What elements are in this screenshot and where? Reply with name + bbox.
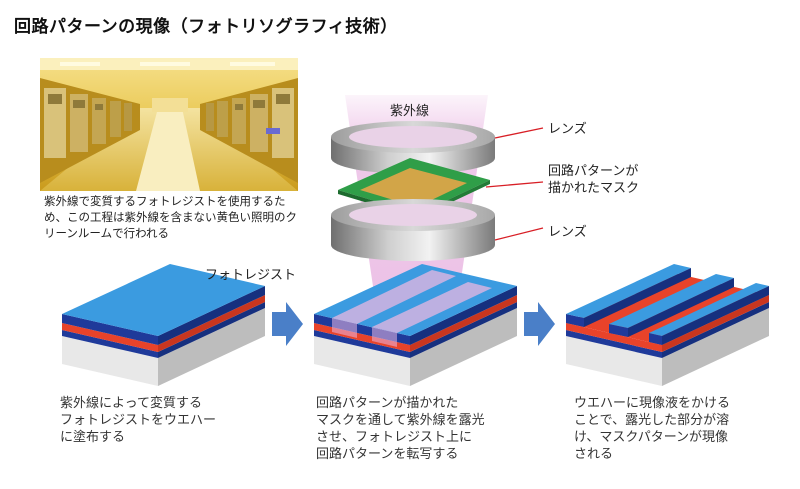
step1-caption-line: フォトレジストをウエハー [60, 413, 217, 428]
mask-label: 回路パターンが 描かれたマスク [548, 163, 688, 197]
uv-label: 紫外線 [390, 104, 430, 119]
mask-label-line2: 描かれたマスク [548, 181, 640, 196]
lens-bottom-label: レンズ [548, 225, 587, 240]
step1-caption: 紫外線によって変質する フォトレジストをウエハー に塗布する [60, 395, 260, 446]
step2-caption-line: 回路パターンが描かれた [316, 396, 459, 411]
step2-caption-line: させ、フォトレジスト上に [316, 430, 473, 445]
wafer-step2 [314, 264, 517, 386]
step2-caption-line: 回路パターンを転写する [316, 447, 459, 462]
step1-caption-line: に塗布する [60, 430, 126, 445]
step3-caption-line: ことで、露光した部分が溶 [574, 413, 730, 428]
step3-caption-line: け、マスクパターンが現像 [574, 430, 729, 445]
step3-caption: ウエハーに現像液をかける ことで、露光した部分が溶 け、マスクパターンが現像 さ… [574, 395, 774, 463]
mask-label-line1: 回路パターンが [548, 164, 639, 179]
photoresist-label: フォトレジスト [205, 268, 297, 283]
wafer-step3 [566, 264, 769, 386]
process-arrow-2 [524, 302, 555, 346]
wafer-step1 [62, 264, 265, 386]
page-title: 回路パターンの現像（フォトリソグラフィ技術） [14, 17, 398, 37]
lens-top-label: レンズ [548, 122, 587, 137]
lens-top [331, 121, 495, 174]
lens-bottom-leader [494, 227, 544, 241]
step2-caption: 回路パターンが描かれた マスクを通して紫外線を露光 させ、フォトレジスト上に 回… [316, 395, 516, 463]
lens-bottom [331, 199, 495, 261]
lens-top-leader [494, 127, 544, 139]
step2-caption-line: マスクを通して紫外線を露光 [316, 413, 485, 428]
step3-caption-line: される [574, 447, 614, 462]
photo-caption: 紫外線で変質するフォトレジストを使用するため、この工程は紫外線を含まない黄色い照… [44, 194, 297, 240]
step3-caption-line: ウエハーに現像液をかける [574, 396, 731, 411]
process-arrow-1 [272, 302, 303, 346]
step1-caption-line: 紫外線によって変質する [60, 396, 202, 411]
mask-leader [485, 181, 544, 188]
cleanroom-photo [40, 58, 298, 191]
